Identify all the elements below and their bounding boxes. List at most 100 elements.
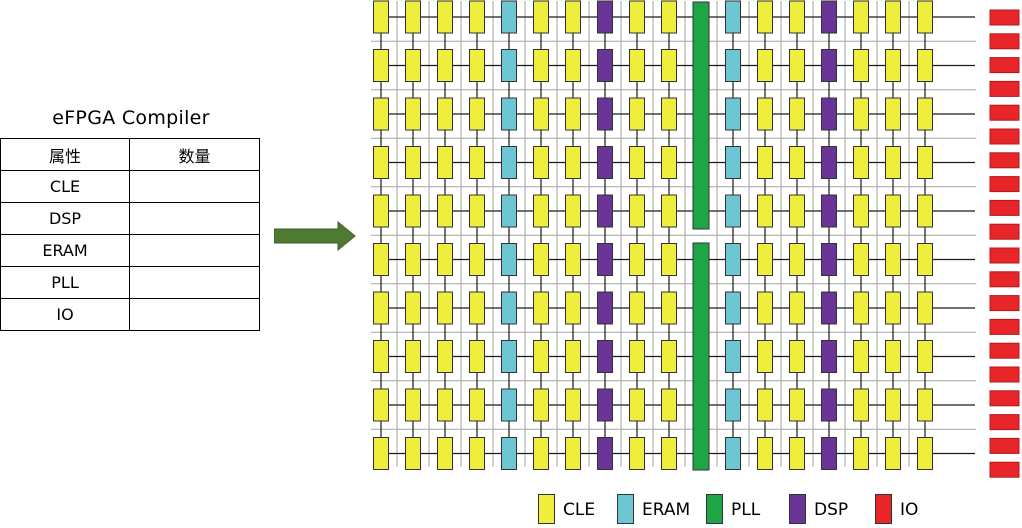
cle-block [789, 437, 805, 470]
eram-block [501, 388, 517, 422]
dsp-block [821, 388, 837, 422]
cle-block [661, 340, 677, 373]
cle-block [853, 291, 869, 325]
compiler-title: eFPGA Compiler [52, 107, 210, 129]
cle-block [373, 0, 389, 34]
eram-block [501, 340, 517, 373]
row-dsp-count[interactable] [129, 202, 260, 235]
cle-block [373, 97, 389, 131]
io-pad [989, 33, 1020, 50]
cle-block [437, 388, 453, 422]
cle-block [469, 388, 485, 422]
cle-block [533, 437, 549, 470]
cle-block [629, 243, 645, 276]
cle-block [469, 146, 485, 179]
cle-block [469, 97, 485, 131]
dsp-block [597, 437, 613, 470]
dsp-block [597, 243, 613, 276]
cle-block [565, 194, 581, 228]
cle-block [853, 340, 869, 373]
cle-block [629, 49, 645, 82]
cle-block [373, 243, 389, 276]
cle-block [565, 437, 581, 470]
eram-block [725, 291, 741, 325]
dsp-block [821, 437, 837, 470]
cle-block [757, 340, 773, 373]
cle-block [629, 291, 645, 325]
cle-block [661, 291, 677, 325]
cle-block [789, 97, 805, 131]
io-pad [989, 366, 1020, 383]
cle-block [469, 340, 485, 373]
cle-block [917, 97, 933, 131]
cle-block [757, 0, 773, 34]
cle-block [885, 146, 901, 179]
row-pll-attr: PLL [0, 266, 130, 299]
cle-block [437, 0, 453, 34]
cle-block [437, 437, 453, 470]
cle-block [533, 49, 549, 82]
cle-block [885, 340, 901, 373]
io-pad [989, 295, 1020, 312]
cle-block [437, 291, 453, 325]
io-pad [989, 152, 1020, 169]
attribute-table: 属性 数量 CLE DSP ERAM PLL IO [0, 138, 260, 331]
dsp-block [821, 146, 837, 179]
cle-block [853, 388, 869, 422]
table-row: ERAM [0, 234, 260, 267]
io-pad [989, 9, 1020, 26]
cle-block [757, 194, 773, 228]
cle-block [533, 340, 549, 373]
cle-block [405, 194, 421, 228]
cle-block [629, 437, 645, 470]
row-io-attr: IO [0, 298, 130, 331]
cle-block [917, 49, 933, 82]
io-pad [989, 414, 1020, 431]
cle-block [661, 146, 677, 179]
cle-block [405, 0, 421, 34]
cle-block [469, 49, 485, 82]
eram-block [725, 194, 741, 228]
dsp-block [597, 194, 613, 228]
cle-block [917, 291, 933, 325]
cle-block [565, 0, 581, 34]
cle-block [853, 97, 869, 131]
io-pad [989, 247, 1020, 264]
cle-block [469, 291, 485, 325]
eram-block [501, 0, 517, 34]
cle-block [661, 388, 677, 422]
eram-block [501, 49, 517, 82]
cle-block [565, 340, 581, 373]
cle-block [533, 388, 549, 422]
dsp-block [597, 146, 613, 179]
eram-block [725, 49, 741, 82]
cle-block [757, 243, 773, 276]
cle-block [629, 0, 645, 34]
table-header-row: 属性 数量 [0, 138, 260, 171]
cle-block [757, 49, 773, 82]
row-pll-count[interactable] [129, 266, 260, 299]
cle-block [917, 437, 933, 470]
eram-block [501, 437, 517, 470]
eram-block [725, 340, 741, 373]
row-io-count[interactable] [129, 298, 260, 331]
cle-block [533, 146, 549, 179]
eram-block [501, 194, 517, 228]
cle-block [405, 388, 421, 422]
cle-block [789, 0, 805, 34]
cle-block [917, 146, 933, 179]
table-row: PLL [0, 266, 260, 299]
cle-block [373, 388, 389, 422]
cle-block [757, 437, 773, 470]
dsp-block [821, 49, 837, 82]
row-eram-attr: ERAM [0, 234, 130, 267]
cle-block [533, 0, 549, 34]
cle-block [853, 49, 869, 82]
cle-block [565, 291, 581, 325]
io-pad [989, 80, 1020, 97]
cle-block [373, 437, 389, 470]
cle-block [917, 243, 933, 276]
dsp-block [821, 340, 837, 373]
cle-block [917, 340, 933, 373]
cle-block [757, 146, 773, 179]
